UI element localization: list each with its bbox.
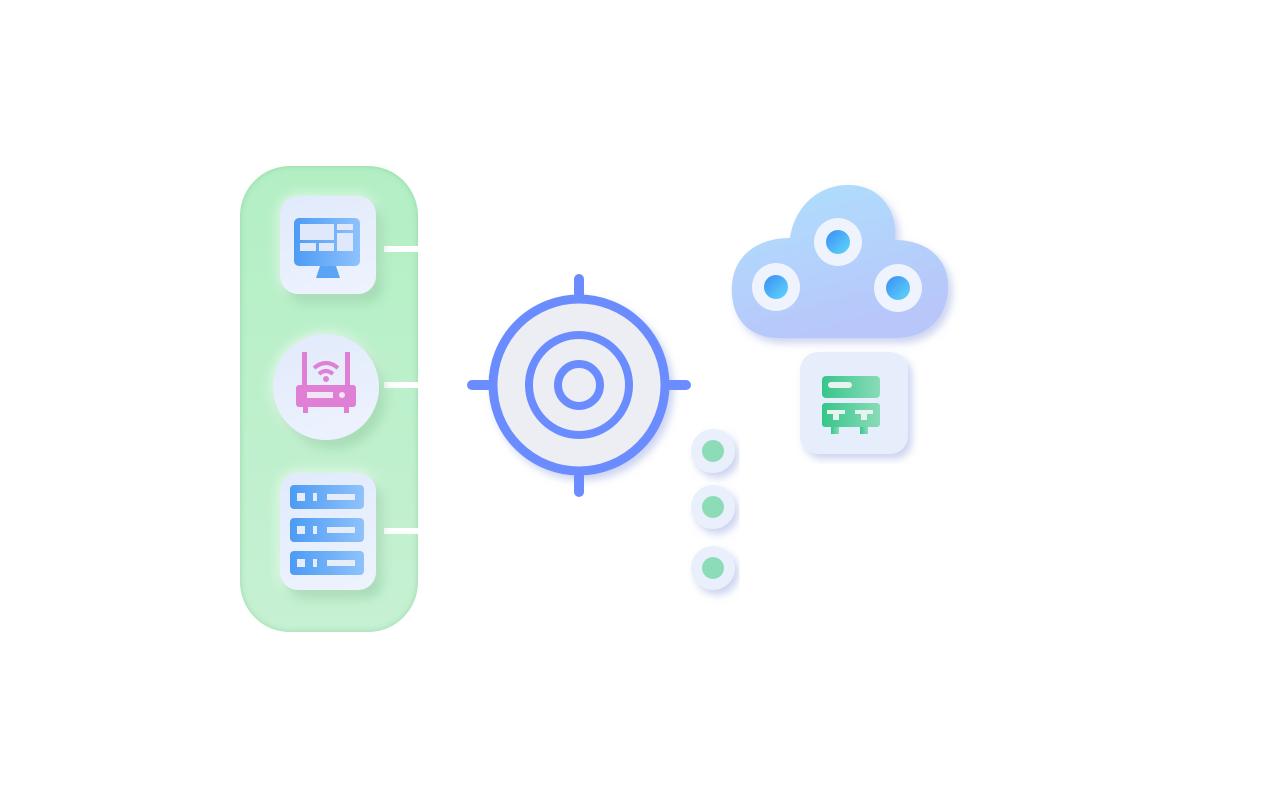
status-dots <box>691 429 735 590</box>
server-card <box>280 473 376 590</box>
status-dot <box>702 557 724 579</box>
chip-card <box>800 352 908 454</box>
connector-line <box>384 528 418 534</box>
connector-line <box>384 382 418 388</box>
monitor-card <box>280 196 376 294</box>
status-dot <box>702 440 724 462</box>
cloud-icon <box>731 184 949 338</box>
connector-line <box>384 246 418 252</box>
target-icon <box>467 274 691 497</box>
router-card <box>273 334 379 440</box>
monitor-icon <box>294 218 360 278</box>
router-icon <box>296 352 356 413</box>
server-icon <box>290 485 364 575</box>
status-dot <box>702 496 724 518</box>
chip-icon <box>822 376 880 434</box>
